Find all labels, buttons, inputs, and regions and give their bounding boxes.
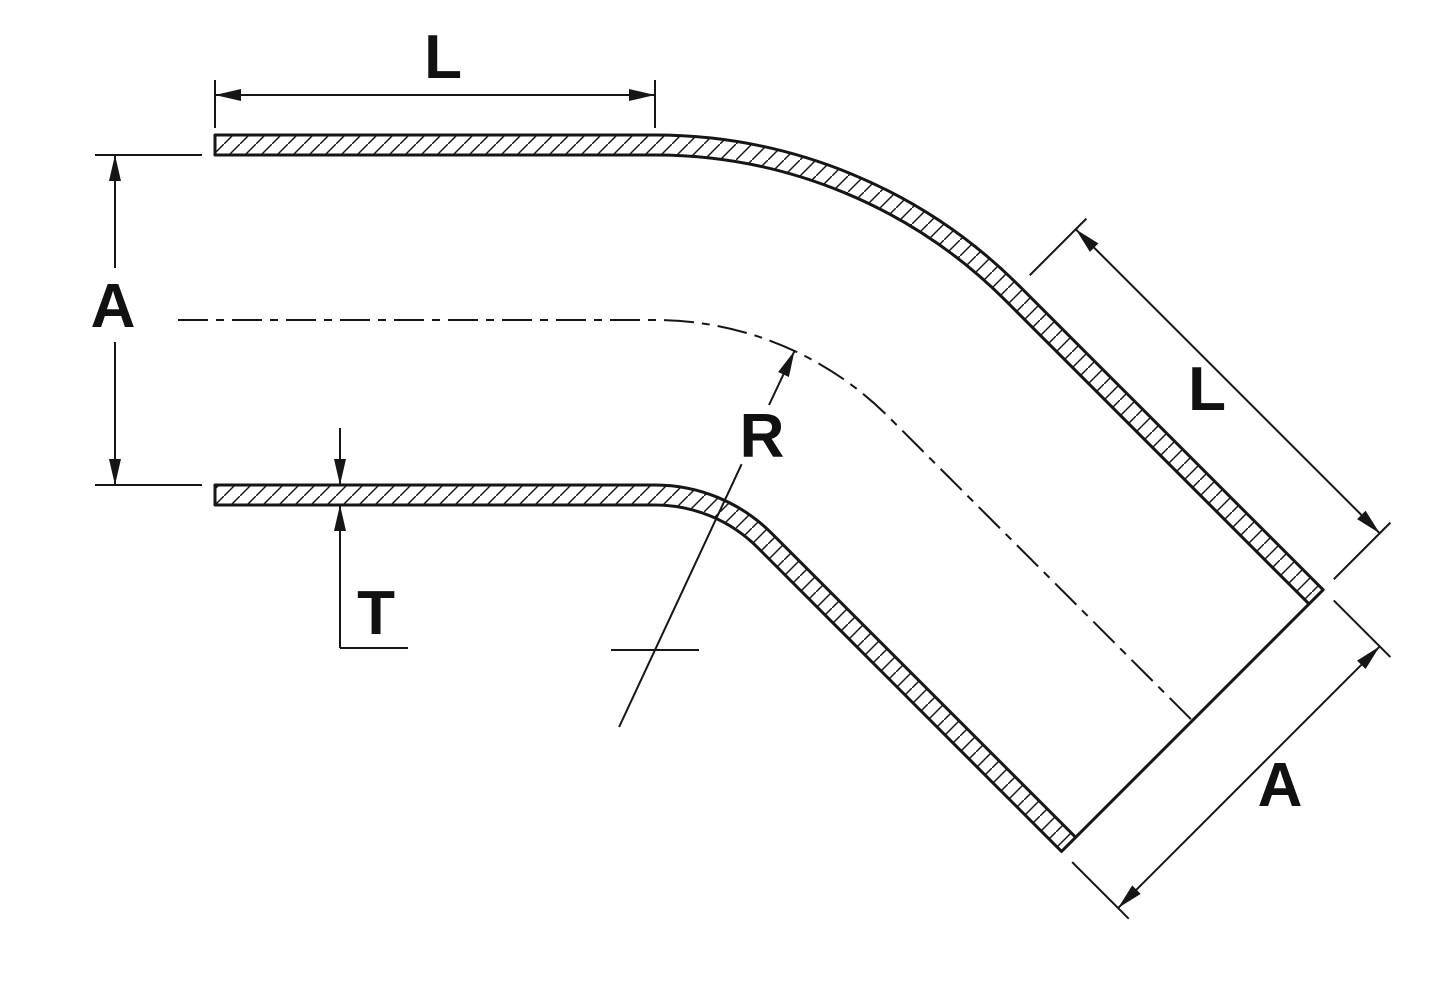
radius-leader-lower [618, 463, 743, 728]
arrowhead-lower [1118, 885, 1141, 908]
dimension-bend-radius: R [611, 350, 796, 728]
arrowhead-to-arc [778, 350, 795, 377]
extension-lines [1071, 599, 1392, 920]
extension-lines [95, 154, 202, 486]
dimension-label-horizontal-length: L [424, 23, 462, 92]
dimension-horizontal-length: L [214, 23, 656, 128]
elbow-tube-body [178, 133, 1325, 853]
arrowhead-upper [1075, 229, 1099, 252]
dimension-label-outlet-diameter: A [1258, 751, 1303, 820]
arrowhead-right [629, 89, 655, 101]
extension-lines [214, 80, 656, 128]
dimension-label-wall-thickness: T [357, 579, 395, 648]
tube-centerline [178, 319, 1194, 722]
dimension-line [1117, 645, 1381, 909]
arrowhead-up [109, 155, 121, 181]
arrowhead-lower [1357, 510, 1380, 534]
dimension-line [1075, 228, 1381, 534]
extension-lines [1029, 217, 1392, 580]
tube-end-face [1074, 602, 1311, 839]
dimension-label-inlet-diameter: A [91, 272, 136, 341]
dimension-inlet-diameter: A [91, 154, 202, 486]
dimension-label-diagonal-length: L [1188, 355, 1226, 424]
arrowhead-down [334, 459, 346, 485]
arrowhead-left [215, 89, 241, 101]
tube-upper-wall [213, 133, 1325, 606]
arrowhead-down [109, 459, 121, 485]
dimension-wall-thickness: T [334, 428, 408, 649]
arrowhead-up [334, 505, 346, 531]
dimension-diagonal-length: L [1029, 217, 1392, 580]
dimension-outlet-diameter: A [1071, 599, 1392, 920]
arrowhead-upper [1357, 646, 1380, 669]
dimension-label-bend-radius: R [740, 402, 785, 471]
tube-lower-wall [213, 483, 1078, 853]
